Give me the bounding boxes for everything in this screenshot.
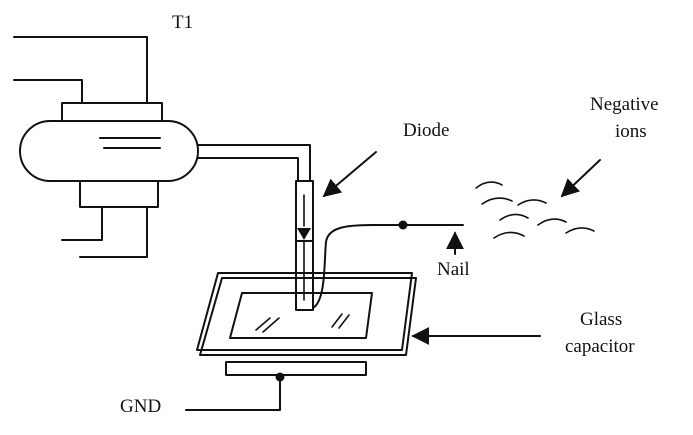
diode-tube — [295, 180, 314, 311]
ion-mark — [565, 227, 595, 234]
capacitor-bottom-plate — [199, 277, 417, 356]
glass-capacitor — [196, 272, 417, 376]
t1-top-cap — [61, 102, 163, 122]
capacitor-inner-electrode — [229, 292, 373, 339]
ions-pointer-arrow — [560, 159, 601, 198]
glass-glare-mark — [255, 317, 271, 331]
glass-glare-mark — [262, 317, 280, 333]
diode-pointer-arrow — [322, 151, 377, 198]
ion-mark — [537, 218, 567, 226]
capacitor-bottom-electrode — [225, 361, 367, 376]
ground-connection — [185, 372, 285, 411]
t1-top-lead-short — [13, 79, 83, 104]
output-tube-outer — [197, 144, 311, 182]
ion-mark — [475, 181, 503, 189]
diode-label: Diode — [403, 120, 449, 141]
negative-ions-label-line1: Negative — [590, 94, 659, 115]
ion-mark — [481, 197, 513, 205]
glass-glare-mark — [338, 314, 350, 329]
ion-mark — [517, 199, 547, 206]
capacitor-glass-plate — [196, 272, 413, 351]
negative-ions-label-line2: ions — [615, 121, 647, 142]
ground-wire — [185, 376, 281, 411]
t1-bottom-cap — [79, 180, 159, 208]
nail-label: Nail — [437, 259, 470, 280]
output-tube — [197, 144, 311, 182]
t1-top-lead-long — [13, 36, 148, 104]
transformer-t1 — [13, 36, 199, 258]
nail-wire — [312, 220, 464, 309]
glass-capacitor-label-line2: capacitor — [565, 336, 635, 357]
t1-label: T1 — [172, 12, 193, 33]
gnd-label: GND — [120, 396, 161, 417]
t1-bottom-lead-right — [79, 206, 148, 258]
diode — [295, 180, 314, 311]
diode-symbol-icon — [297, 228, 311, 240]
ion-mark — [493, 231, 525, 239]
nail-junction-dot — [398, 220, 408, 230]
glass-glare-mark — [331, 313, 343, 328]
t1-bottom-lead-left — [61, 206, 103, 241]
glass-capacitor-label-line1: Glass — [580, 309, 622, 330]
ion-mark — [499, 213, 529, 221]
nail-wire-line — [312, 224, 464, 309]
negative-ions — [475, 181, 595, 239]
t1-body — [19, 120, 199, 182]
output-tube-inner — [197, 157, 299, 182]
